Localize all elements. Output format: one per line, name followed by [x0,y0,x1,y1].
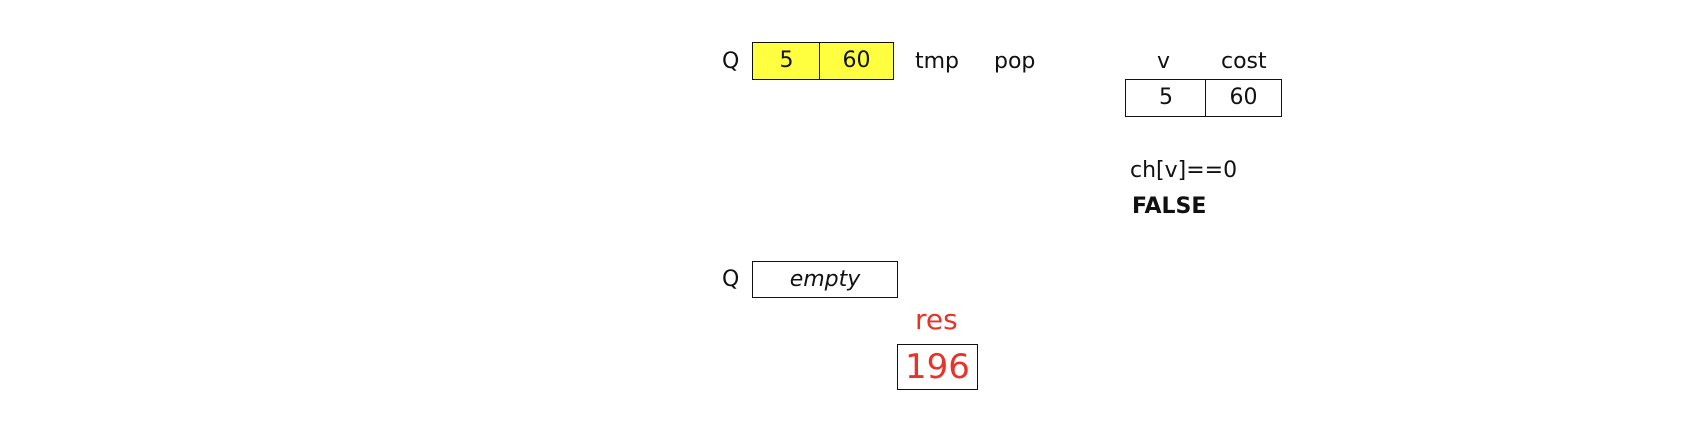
pair-table: 5 60 [1125,79,1282,117]
pair-value-v: 5 [1125,79,1207,117]
queue-bottom-empty: empty [752,261,898,298]
condition-result: FALSE [1132,194,1207,219]
pair-header-cost: cost [1221,49,1267,74]
res-value: 196 [897,344,978,390]
queue-top: 5 60 [752,42,894,80]
pair-header-v: v [1157,49,1171,74]
queue-top-label: Q [722,49,740,74]
pair-value-cost: 60 [1205,79,1282,117]
pop-label: pop [994,49,1036,74]
queue-top-cell: 5 [752,42,821,80]
res-label: res [915,303,958,336]
queue-bottom-label: Q [722,267,740,292]
queue-top-cell: 60 [819,42,894,80]
condition-expression: ch[v]==0 [1130,158,1238,183]
tmp-label: tmp [915,49,960,74]
